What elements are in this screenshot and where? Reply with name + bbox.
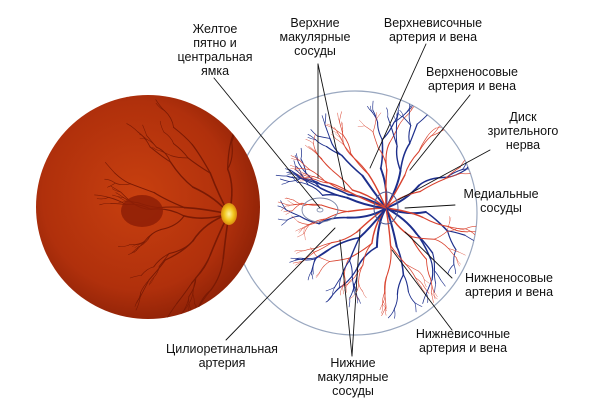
vein-branch [468,154,473,160]
fundus-optic-disc [221,203,237,225]
fundus-vessel [192,326,193,337]
fundus-vessel [157,319,167,329]
artery-branch [473,169,480,173]
fundus-vessel [174,326,185,335]
vein-branch [476,242,483,248]
fundus-vessel [186,319,191,327]
fundus-vessel [193,311,198,326]
fundus-vessel [226,97,230,103]
fundus-vessel [227,101,231,116]
vein-branch [478,156,488,160]
artery-branch [470,151,479,157]
vein-branch [476,242,483,247]
artery-branch [476,236,482,240]
artery-branch [482,233,492,235]
vein-branch [428,106,432,114]
fundus-vessel [233,113,245,135]
fundus-vessel [241,99,247,109]
fundus-vessel [182,319,191,327]
vein-branch [468,153,470,160]
artery-branch [476,236,481,243]
artery-branch [473,173,481,176]
fundus-vessel [230,103,231,115]
vein-branch [428,105,434,114]
vein-branch [478,156,486,160]
vein-branch [475,171,484,172]
fundus-vessel [185,311,197,326]
fundus-photo [36,84,260,337]
fundus-vessel [245,95,251,113]
fundus-vessel [251,84,259,96]
fundus-vessel [191,326,193,335]
fundus-vessel [189,318,194,325]
vein-branch [475,167,482,170]
artery-branch [444,129,454,130]
fundus-macula [121,195,163,227]
artery-branch [470,149,474,157]
